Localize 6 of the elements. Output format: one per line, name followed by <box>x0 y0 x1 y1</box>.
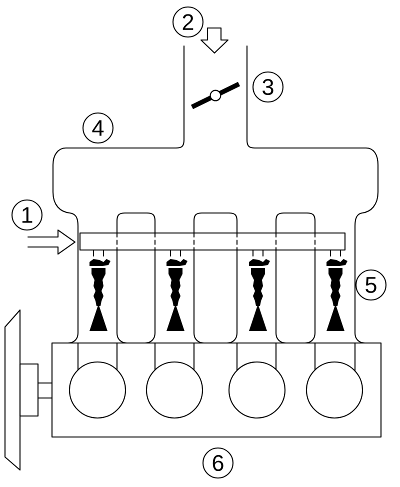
callout-number: 1 <box>11 199 43 231</box>
callout-number: 3 <box>252 71 284 103</box>
callout-number: 5 <box>355 269 387 301</box>
callout-number: 6 <box>202 447 234 479</box>
callout-number: 2 <box>172 6 204 38</box>
callout-number: 4 <box>82 112 114 144</box>
